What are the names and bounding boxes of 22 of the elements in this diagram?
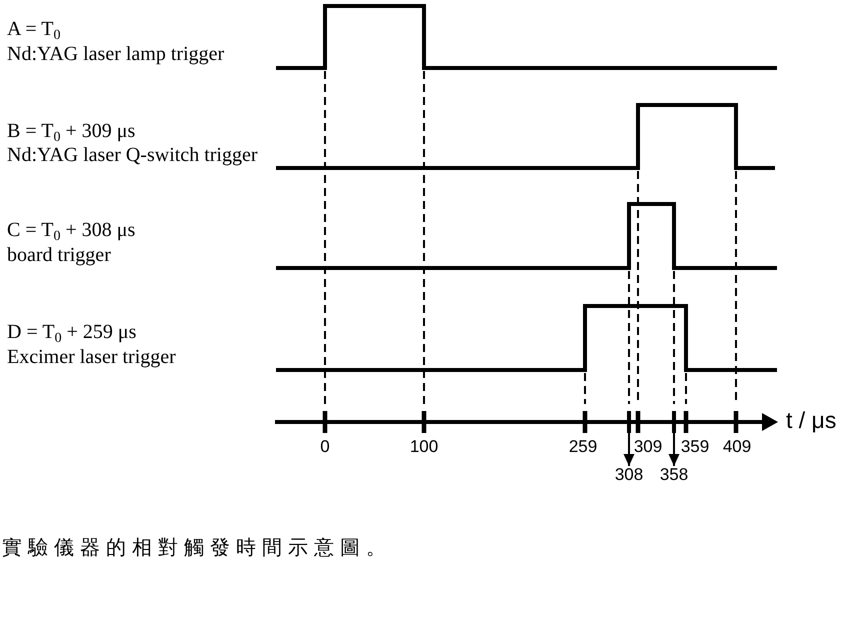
- signal-label: D = T$_{0}$ + 259 μs: [7, 322, 136, 342]
- signal-label: B = T$_{0}$ + 309 μs: [7, 121, 136, 141]
- tick-label: 0: [320, 438, 330, 455]
- tick-label: 359: [680, 438, 710, 455]
- axis-label: t / μs: [786, 409, 836, 432]
- tick-label: 259: [568, 438, 598, 455]
- signal-label: C = T$_{0}$ + 308 μs: [7, 220, 136, 240]
- arrow: [668, 433, 680, 466]
- signal-description: Excimer laser trigger: [7, 347, 176, 367]
- arrow: [624, 433, 634, 466]
- tick-label: 100: [410, 438, 438, 455]
- tick-label: 308: [614, 466, 644, 483]
- signal-description: Nd:YAG laser lamp trigger: [7, 44, 224, 64]
- tick-label: 358: [660, 466, 688, 483]
- signal-description: Nd:YAG laser Q-switch trigger: [7, 145, 258, 165]
- signal-description: board trigger: [7, 245, 111, 265]
- signal-label: A = T$_{0}$: [7, 19, 60, 39]
- tick-mark: [626, 411, 632, 433]
- tick-label: 309: [634, 438, 662, 455]
- tick-label: 409: [722, 438, 752, 455]
- figure-caption: 實驗儀器的相對觸發時間示意圖。: [2, 537, 392, 557]
- tick-mark: [672, 411, 676, 433]
